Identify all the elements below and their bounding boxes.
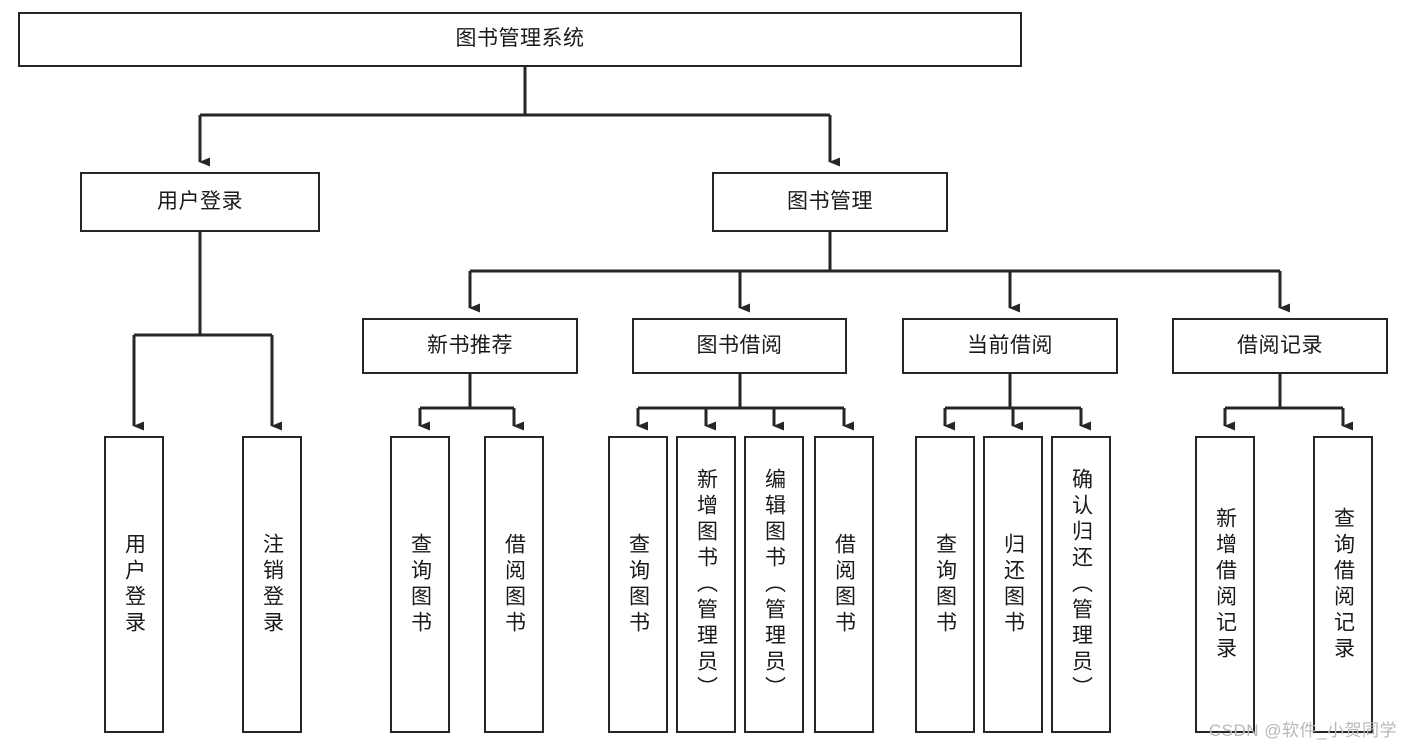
- node-current-borrow-label: 当前借阅: [967, 333, 1053, 357]
- node-leaf-return-book-label: 归还图书: [1001, 532, 1025, 637]
- node-leaf-edit-book[interactable]: 编辑图书（管理员）: [744, 436, 804, 733]
- node-book-borrow-label: 图书借阅: [696, 333, 783, 357]
- node-leaf-add-book[interactable]: 新增图书（管理员）: [676, 436, 736, 733]
- node-book-manage-label: 图书管理: [787, 189, 873, 213]
- node-leaf-user-login-label: 用户登录: [122, 532, 146, 637]
- node-leaf-query-book-2-label: 查询图书: [626, 532, 650, 637]
- node-leaf-user-login[interactable]: 用户登录: [104, 436, 164, 733]
- node-leaf-add-record-label: 新增借阅记录: [1213, 506, 1237, 663]
- node-new-book-recommend[interactable]: 新书推荐: [362, 318, 578, 374]
- node-leaf-return-book[interactable]: 归还图书: [983, 436, 1043, 733]
- node-current-borrow[interactable]: 当前借阅: [902, 318, 1118, 374]
- node-borrow-record-label: 借阅记录: [1237, 333, 1323, 357]
- node-leaf-add-record[interactable]: 新增借阅记录: [1195, 436, 1255, 733]
- node-root-label: 图书管理系统: [455, 27, 585, 51]
- node-leaf-confirm-return-label: 确认归还（管理员）: [1069, 467, 1093, 702]
- node-leaf-query-book-2[interactable]: 查询图书: [608, 436, 668, 733]
- node-borrow-record[interactable]: 借阅记录: [1172, 318, 1388, 374]
- node-leaf-query-book-1-label: 查询图书: [408, 532, 432, 637]
- node-leaf-query-record-label: 查询借阅记录: [1331, 506, 1355, 663]
- node-leaf-query-book-3[interactable]: 查询图书: [915, 436, 975, 733]
- node-leaf-borrow-book-2[interactable]: 借阅图书: [814, 436, 874, 733]
- node-leaf-confirm-return[interactable]: 确认归还（管理员）: [1051, 436, 1111, 733]
- node-leaf-borrow-book-1-label: 借阅图书: [502, 532, 526, 637]
- node-leaf-logout[interactable]: 注销登录: [242, 436, 302, 733]
- node-leaf-add-book-label: 新增图书（管理员）: [694, 467, 718, 702]
- node-book-manage[interactable]: 图书管理: [712, 172, 948, 232]
- node-leaf-logout-label: 注销登录: [260, 532, 284, 637]
- node-leaf-edit-book-label: 编辑图书（管理员）: [762, 467, 786, 702]
- node-leaf-query-book-3-label: 查询图书: [933, 532, 957, 637]
- node-user-login-label: 用户登录: [157, 189, 243, 213]
- node-leaf-query-book-1[interactable]: 查询图书: [390, 436, 450, 733]
- node-leaf-borrow-book-1[interactable]: 借阅图书: [484, 436, 544, 733]
- node-user-login[interactable]: 用户登录: [80, 172, 320, 232]
- node-leaf-query-record[interactable]: 查询借阅记录: [1313, 436, 1373, 733]
- node-root[interactable]: 图书管理系统: [18, 12, 1022, 67]
- node-book-borrow[interactable]: 图书借阅: [632, 318, 847, 374]
- node-leaf-borrow-book-2-label: 借阅图书: [832, 532, 856, 637]
- node-new-book-recommend-label: 新书推荐: [427, 333, 513, 357]
